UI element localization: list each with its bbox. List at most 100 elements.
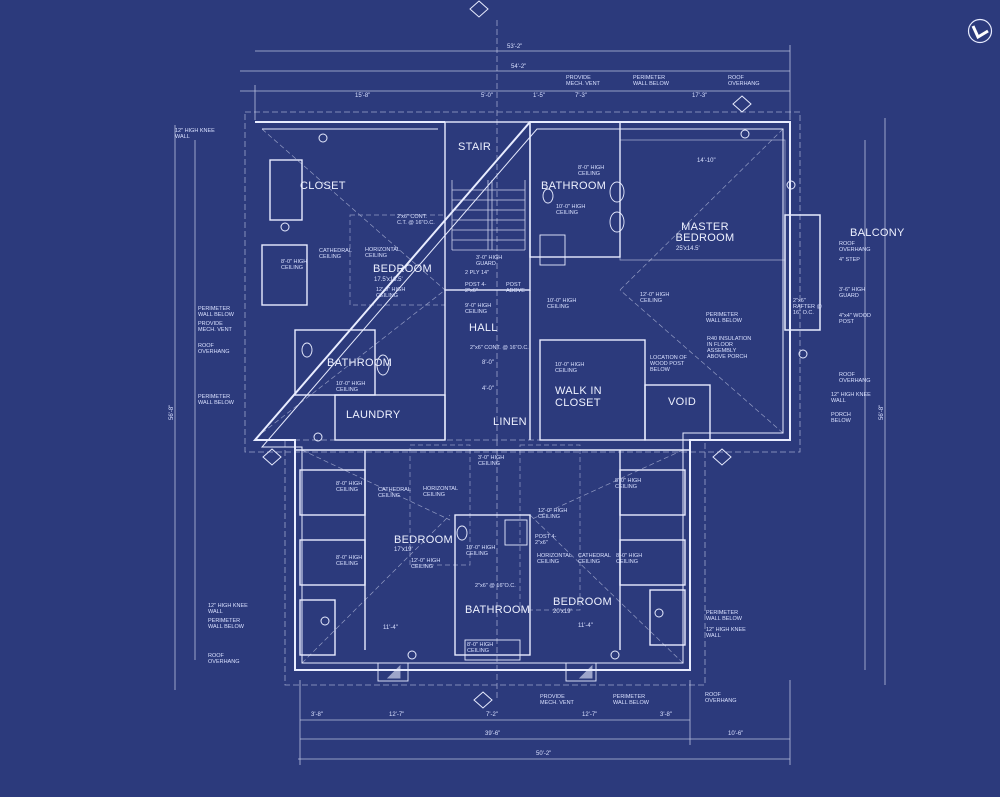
note: 2'x6" CONT. C.T. @ 16"O.C.: [397, 214, 435, 227]
dimension-lines: [174, 45, 886, 765]
note: HORIZONTAL CEILING: [365, 247, 400, 260]
room-label-linen: LINEN: [493, 416, 527, 428]
note: 12" HIGH KNEE WALL: [208, 603, 248, 616]
v-circle-logo-icon: [967, 18, 993, 44]
note: HORIZONTAL CEILING: [537, 553, 572, 566]
section-markers: [262, 0, 808, 709]
dim-bottom-overall: 50'-2": [536, 751, 552, 757]
interior-walls: [261, 121, 786, 656]
dim-bottom-1: 3'-8": [311, 712, 323, 718]
dim-linen-width: 4'-0": [482, 386, 494, 392]
note: ROOF OVERHANG: [728, 75, 760, 88]
note: 10'-0" HIGH CEILING: [556, 204, 586, 217]
note: PROVIDE MECH. VENT: [198, 321, 232, 334]
dim-lower-left-width: 11'-4": [383, 625, 398, 631]
note: ROOF OVERHANG: [839, 241, 871, 254]
note: 10'-0" HIGH CEILING: [336, 381, 366, 394]
dim-bottom-3: 7'-2": [486, 712, 498, 718]
note: CATHEDRAL CEILING: [578, 553, 611, 566]
note: 2"x6" @ 16"O.C.: [475, 583, 516, 589]
room-label-bathroom-lower: BATHROOM: [465, 604, 531, 616]
dim-top-right: 17'-3": [692, 93, 708, 99]
note: 9'-0" HIGH CEILING: [465, 303, 492, 316]
dim-bottom-4: 12'-7": [582, 712, 598, 718]
note: PERIMETER WALL BELOW: [198, 394, 234, 407]
note: 12" HIGH KNEE WALL: [831, 392, 871, 405]
note: ROOF OVERHANG: [208, 653, 240, 666]
note: 8'-0" HIGH CEILING: [616, 553, 643, 566]
dim-top-overall: 53'-2": [507, 44, 523, 50]
dim-bottom-right: 10'-6": [728, 731, 744, 737]
note: PERIMETER WALL BELOW: [198, 306, 234, 319]
note: 12'-0" HIGH CEILING: [640, 292, 670, 305]
room-size-bedroom-lower-right: 20'x19': [553, 609, 572, 615]
room-label-balcony: BALCONY: [850, 227, 905, 239]
room-label-walk-in-closet-1: WALK IN: [555, 385, 602, 397]
room-label-bathroom-upper: BATHROOM: [541, 180, 607, 192]
ceiling-diagonals: [261, 128, 784, 664]
dim-right-overall: 56'-8": [879, 404, 885, 420]
note: PROVIDE MECH. VENT: [540, 694, 574, 707]
note: 10'-0" HIGH CEILING: [555, 362, 585, 375]
room-label-walk-in-closet-2: CLOSET: [555, 397, 601, 409]
dim-top-second: 54'-2": [511, 64, 527, 70]
note: 8'-0" HIGH CEILING: [281, 259, 308, 272]
note: 4"x4" WOOD POST: [839, 313, 872, 326]
room-label-stair: STAIR: [458, 141, 492, 153]
room-label-bedroom-upper: BEDROOM: [373, 263, 432, 275]
room-size-bedroom-upper: 17.5'x18.5': [374, 277, 403, 283]
note: CATHEDRAL CEILING: [378, 487, 411, 500]
note: 8'-0" HIGH CEILING: [578, 165, 605, 178]
note: R40 INSULATION IN FLOOR ASSEMBLY ABOVE P…: [707, 336, 752, 361]
note: LOCATION OF WOOD POST BELOW: [650, 355, 687, 374]
dim-top-mid3: 7'-3": [575, 93, 587, 99]
room-size-bedroom-lower-left: 17'x19': [394, 547, 413, 553]
note: CATHEDRAL CEILING: [319, 248, 352, 261]
note: POST 4-2"x6": [535, 534, 557, 547]
room-label-laundry: LAUNDRY: [346, 409, 401, 421]
note: PORCH BELOW: [831, 412, 851, 425]
note: PERIMETER WALL BELOW: [706, 610, 742, 623]
stair-treads: [451, 180, 526, 251]
note: PERIMETER WALL BELOW: [633, 75, 669, 88]
exterior-walls: [252, 121, 821, 671]
note: 12'-0" HIGH CEILING: [538, 508, 568, 521]
note: ROOF OVERHANG: [705, 692, 737, 705]
dim-top-mid: 5'-0": [481, 93, 493, 99]
note: 8'-0" HIGH CEILING: [336, 555, 363, 568]
dim-master-width: 14'-10": [697, 158, 716, 164]
note: PROVIDE MECH. VENT: [566, 75, 600, 88]
dim-hall-width: 8'-0": [482, 360, 494, 366]
note: 2"x6" RAFTER @ 16" O.C.: [793, 298, 823, 317]
room-label-bathroom-left: BATHROOM: [327, 357, 393, 369]
note: PERIMETER WALL BELOW: [613, 694, 649, 707]
note: POST ABOVE: [506, 282, 525, 295]
note: 12'-0" HIGH CEILING: [376, 287, 406, 300]
room-label-hall: HALL: [469, 322, 498, 334]
room-label-bedroom-lower-left: BEDROOM: [394, 534, 453, 546]
dim-bottom-2: 12'-7": [389, 712, 405, 718]
note: 3'-6" HIGH GUARD: [839, 287, 866, 300]
note: 8'-0" HIGH CEILING: [467, 642, 494, 655]
note: PERIMETER WALL BELOW: [706, 312, 742, 325]
room-label-bedroom-lower-right: BEDROOM: [553, 596, 612, 608]
room-label-closet: CLOSET: [300, 180, 346, 192]
note: 10'-0" HIGH CEILING: [547, 298, 577, 311]
note: 2"x6" CONT. @ 16"O.C.: [470, 345, 529, 351]
note: 12" HIGH KNEE WALL: [706, 627, 746, 640]
note: 8'-0" HIGH CEILING: [336, 481, 363, 494]
dim-top-mid2: 1'-5": [533, 93, 545, 99]
room-label-void: VOID: [668, 396, 697, 408]
note: 8'-0" HIGH CEILING: [615, 478, 642, 491]
note: 4" STEP: [839, 257, 860, 263]
note: 3'-0" HIGH GUARD: [476, 255, 503, 268]
dim-bottom-5: 3'-8": [660, 712, 672, 718]
dim-lower-right-width: 11'-4": [578, 623, 593, 629]
note: PERIMETER WALL BELOW: [208, 618, 244, 631]
dim-top-left: 15'-8": [355, 93, 371, 99]
room-size-master-bedroom: 25'x14.5': [676, 246, 700, 252]
note: 2 PLY 14": [465, 270, 490, 276]
dim-left-overall: 56'-8": [169, 404, 175, 420]
note: 12" HIGH KNEE WALL: [175, 128, 215, 141]
